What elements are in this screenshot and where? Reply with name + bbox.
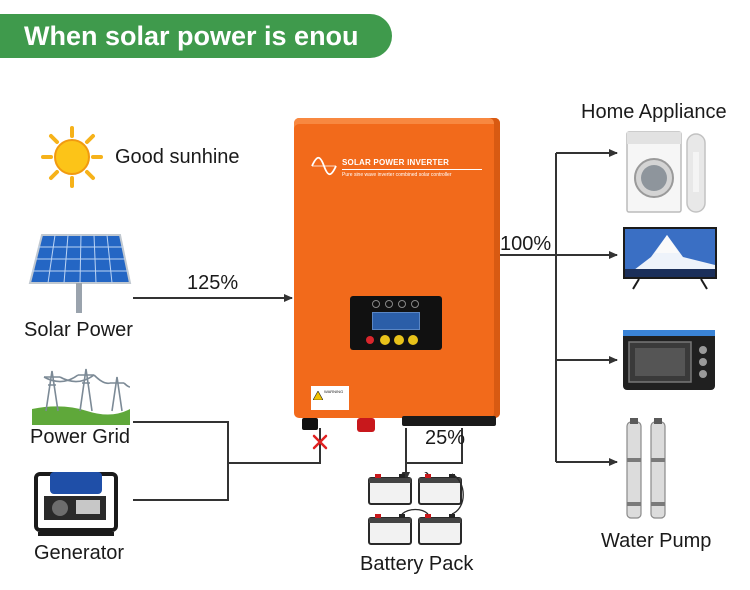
pump-label: Water Pump [601,530,712,552]
inverter-subtitle: Pure sine wave inverter combined solar c… [342,172,452,178]
blocked-x-icon [312,434,328,450]
generator-line [133,463,229,501]
lcd-panel [350,296,442,350]
lcd-screen [372,312,420,330]
power-grid-icon [32,368,130,425]
battery-label: Battery Pack [360,553,474,575]
generator-label: Generator [34,542,125,564]
battery-icon [368,468,464,545]
solar-panel-icon [28,234,132,313]
ac-input-terminal [302,418,318,430]
sun-label: Good sunhine [115,146,240,168]
solar-percent: 125% [187,272,239,294]
control-button[interactable] [380,335,390,345]
appliance-label: Home Appliance [581,101,727,123]
warning-triangle-icon [313,391,323,400]
warning-label: WARNING [311,386,349,410]
battery-percent: 25% [425,427,466,449]
inverter-brand: SOLAR POWER INVERTER [342,158,450,167]
solar-label: Solar Power [24,319,133,341]
output-terminal-block [402,416,496,426]
dc-terminal-red [357,418,375,432]
control-button[interactable] [394,335,404,345]
washing-machine-icon [626,131,706,213]
warning-text: WARNING [324,389,344,394]
grid-label: Power Grid [30,426,131,448]
battery-pack-icon [367,468,467,550]
generator-icon [34,472,118,536]
inverter-unit: SOLAR POWER INVERTER Pure sine wave inve… [294,118,500,418]
indicator-leds [372,300,420,309]
sun-icon [41,126,103,188]
oven-icon [623,330,715,390]
control-buttons [366,334,428,346]
title-text: When solar power is enou [24,21,359,51]
appliance-percent: 100% [500,233,552,255]
title-banner: When solar power is enou [0,14,392,58]
brand-underline [342,169,482,170]
grid-to-inverter-line [228,428,321,464]
grid-line [133,421,229,463]
tv-icon [623,227,717,290]
led-red [366,336,374,344]
sine-wave-logo-icon [311,156,337,176]
control-button[interactable] [408,335,418,345]
battery-line [405,428,463,464]
water-pump-icon [626,418,666,519]
